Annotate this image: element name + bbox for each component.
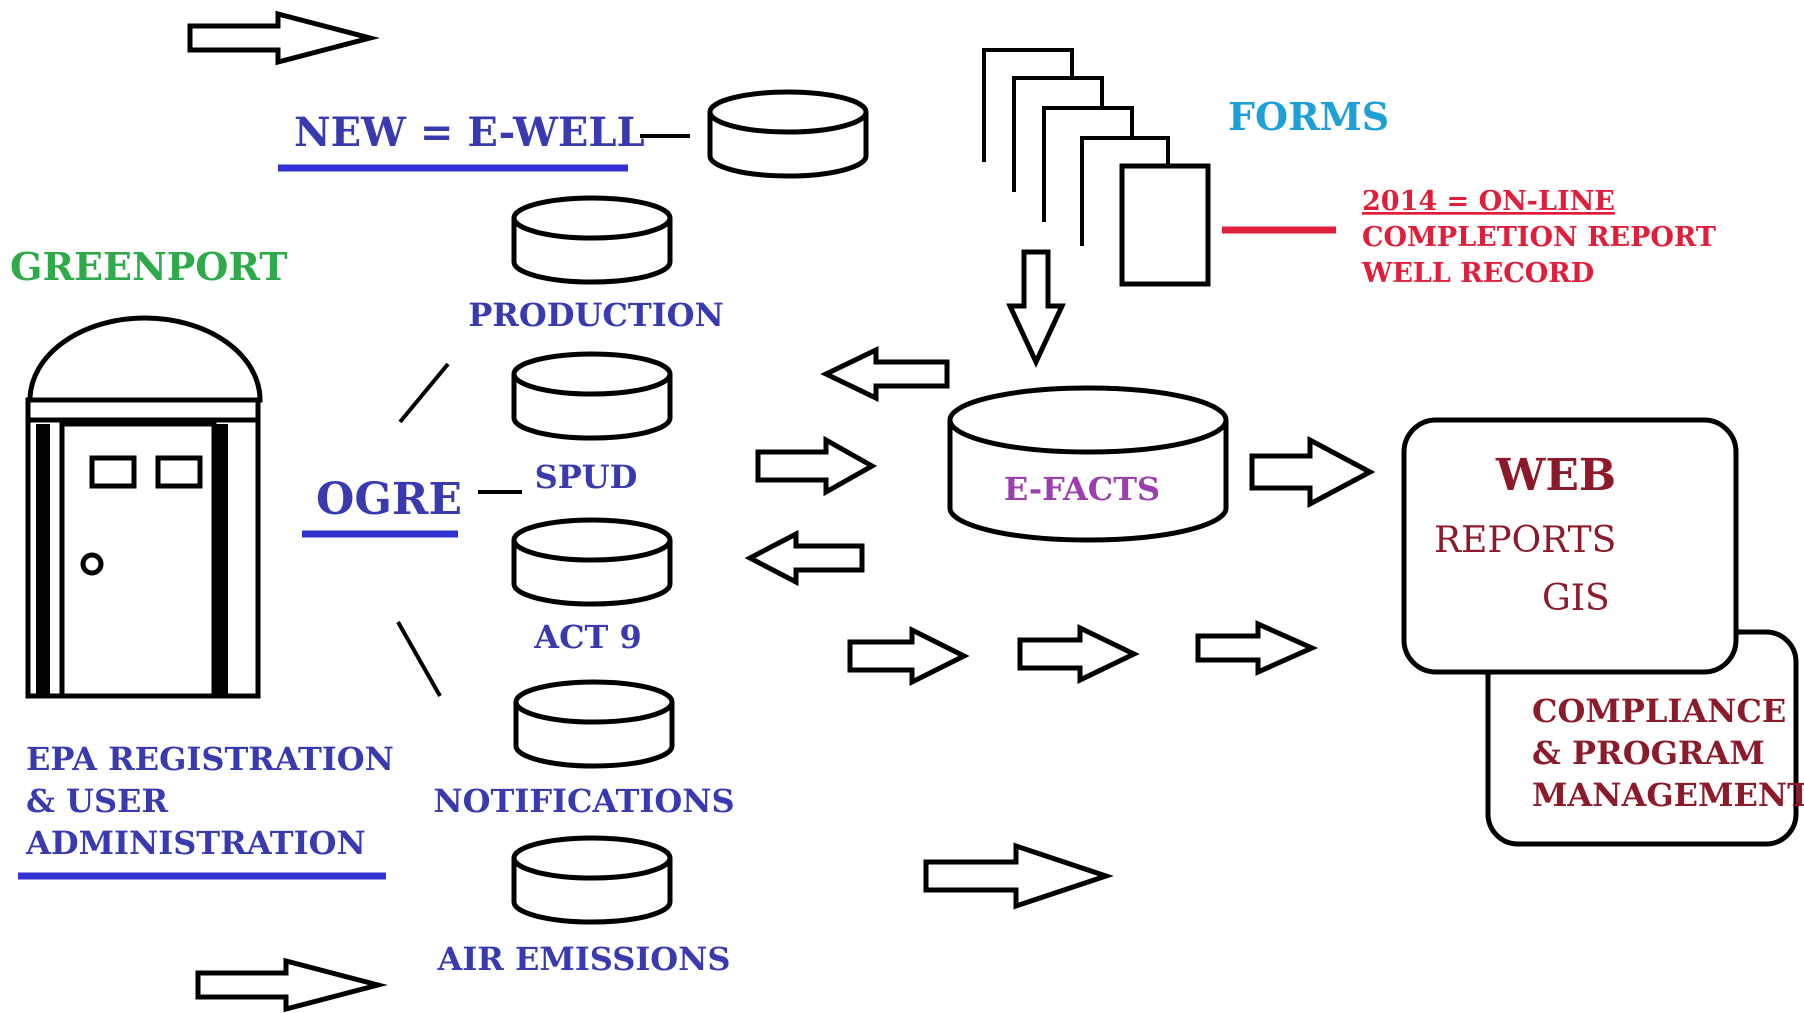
forms-documents-icon (982, 48, 1211, 287)
efacts-database-icon (947, 385, 1229, 543)
ogre-label: OGRE (316, 474, 462, 525)
arrow-bottom-left (195, 957, 388, 1013)
arrow-forms-down (1006, 249, 1066, 368)
ogre-connector-production (398, 362, 450, 424)
efacts-label: E-FACTS (1004, 470, 1160, 508)
air-emissions-label: AIR EMISSIONS (436, 940, 730, 978)
arrow-from-efacts-left-lower (744, 529, 865, 587)
forms-note-line3: WELL RECORD (1361, 258, 1594, 289)
forms-note-line2: COMPLETION REPORT (1362, 222, 1716, 253)
act9-label: ACT 9 (533, 618, 642, 656)
arrow-to-efacts (755, 435, 878, 497)
web-gis-label: GIS (1542, 578, 1610, 619)
compliance-line1: COMPLIANCE (1532, 692, 1786, 730)
arrow-efacts-to-web (1249, 435, 1376, 509)
compliance-line3: MANAGEMENT (1532, 776, 1804, 814)
web-box (1401, 417, 1739, 675)
web-title: WEB (1495, 450, 1616, 501)
arrow-row-1 (847, 625, 970, 687)
ogre-connector-notifications (396, 621, 442, 697)
compliance-line2: & PROGRAM (1532, 734, 1765, 772)
greenport-building-icon (25, 315, 263, 699)
notifications-database-icon (513, 679, 675, 769)
new-ewell-label: NEW = E-WELL (294, 109, 645, 156)
arrow-row-2 (1017, 624, 1140, 684)
forms-title: FORMS (1228, 94, 1389, 139)
arrow-row-3 (1195, 620, 1319, 676)
spud-database-icon (511, 351, 673, 441)
production-database-icon (511, 195, 673, 285)
spud-label: SPUD (535, 458, 638, 496)
epa-label-line1: EPA REGISTRATION (26, 740, 394, 778)
epa-label-line3: ADMINISTRATION (25, 824, 366, 862)
arrow-bottom-middle (923, 842, 1114, 910)
air-emissions-database-icon (511, 835, 673, 925)
notifications-label: NOTIFICATIONS (433, 782, 734, 820)
epa-label-line2: & USER (26, 782, 168, 820)
ewell-database-icon (707, 89, 869, 179)
web-reports-label: REPORTS (1434, 520, 1616, 561)
production-label: PRODUCTION (468, 296, 724, 334)
arrow-from-efacts-left-upper (820, 346, 950, 402)
act9-database-icon (511, 517, 673, 607)
arrow-top-left (187, 10, 380, 66)
forms-note-line1: 2014 = ON-LINE (1362, 186, 1615, 217)
greenport-title: GREENPORT (10, 244, 288, 289)
